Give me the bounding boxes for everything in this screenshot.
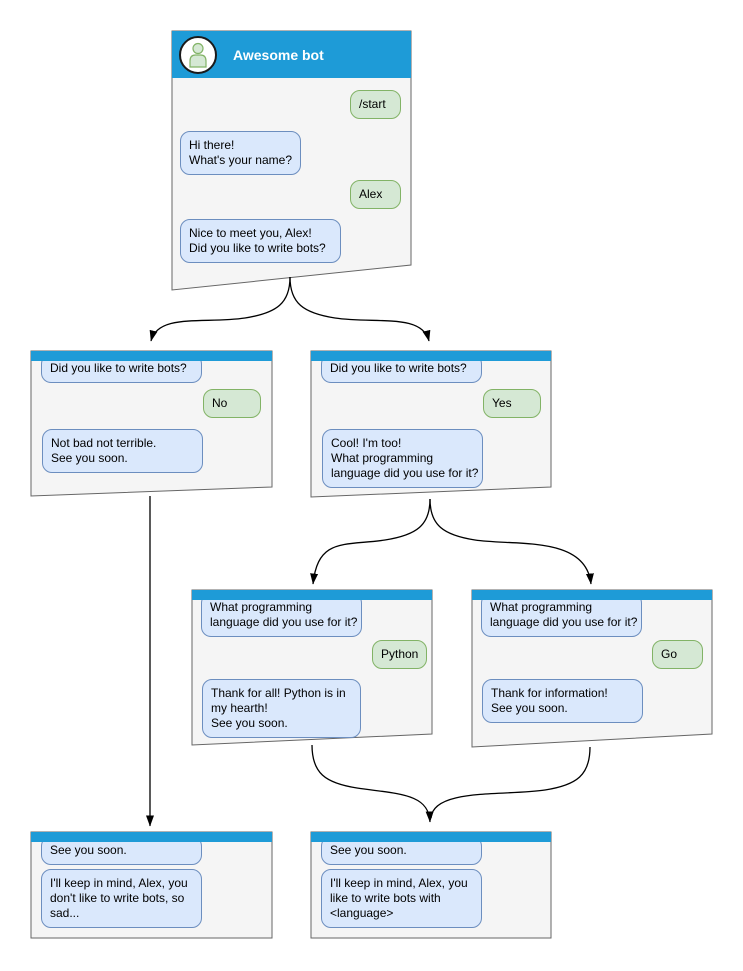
reply-bubble: I'll keep in mind, Alex, you don't like … [41,869,202,928]
user-message-start: /start [350,90,401,119]
window-bar-branch-no [31,351,272,361]
answer-bubble-no: No [203,389,261,418]
window-bar-branch-yes [311,351,551,361]
chat-header: Awesome bot [172,31,411,78]
person-icon [189,42,207,68]
answer-bubble-python: Python [372,640,427,669]
reply-bubble: Thank for all! Python is in my hearth! S… [202,679,361,738]
reply-bubble: I'll keep in mind, Alex, you like to wri… [321,869,482,928]
window-bar-end-no [31,832,272,842]
chat-title: Awesome bot [233,46,324,63]
reply-bubble: Not bad not terrible. See you soon. [42,429,203,473]
bot-message-greeting: Hi there! What's your name? [180,131,301,175]
answer-bubble-yes: Yes [483,389,541,418]
bot-message-question: Nice to meet you, Alex! Did you like to … [180,219,341,263]
edge-python-to-end [311,744,434,823]
question-bubble: What programming language did you use fo… [201,593,362,637]
window-bar-end-language [311,832,551,842]
edge-start-to-yes [289,276,431,342]
reply-bubble: Cool! I'm too! What programming language… [322,429,483,488]
edge-yes-to-go [429,498,594,585]
edge-yes-to-python [310,498,431,585]
user-message-name: Alex [350,180,401,209]
edge-start-to-no [149,276,291,342]
window-bar-branch-go [472,590,712,600]
answer-bubble-go: Go [652,640,703,669]
avatar [179,35,217,74]
window-bar-branch-python [192,590,432,600]
edge-go-to-end [430,746,591,819]
reply-bubble: Thank for information! See you soon. [482,679,643,723]
